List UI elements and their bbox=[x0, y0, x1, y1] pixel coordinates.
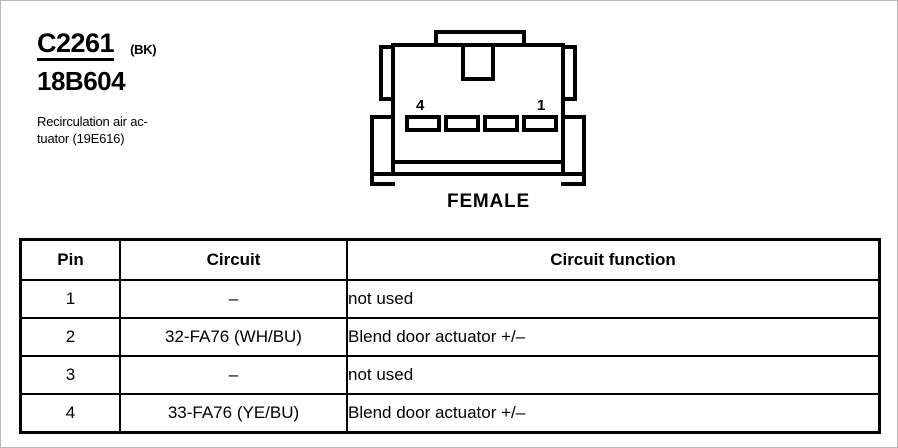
connector-gender-label: FEMALE bbox=[447, 191, 530, 212]
connector-center-notch bbox=[461, 43, 495, 81]
cavity-slot-3 bbox=[444, 115, 480, 132]
cavity-slot-1 bbox=[522, 115, 558, 132]
cell-circuit-function: not used bbox=[346, 279, 881, 319]
connector-description-line1: Recirculation air ac- bbox=[37, 113, 148, 129]
cell-circuit-function: not used bbox=[346, 355, 881, 395]
pinout-table-head: Pin Circuit Circuit function bbox=[19, 238, 881, 281]
connector-body-outline bbox=[391, 43, 565, 164]
cell-circuit-function: Blend door actuator +/– bbox=[346, 393, 881, 434]
cavity-number-right: 1 bbox=[537, 97, 545, 114]
connector-color-code: (BK) bbox=[130, 42, 157, 58]
connector-description: Recirculation air ac- tuator (19E616) bbox=[37, 113, 207, 148]
cavity-slot-2 bbox=[483, 115, 519, 132]
connector-top-tab-outline bbox=[434, 30, 526, 47]
cell-pin: 2 bbox=[19, 317, 121, 357]
cavity-number-left: 4 bbox=[416, 97, 425, 114]
connector-id-row: C2261 (BK) bbox=[37, 29, 297, 62]
connector-left-upper-flange bbox=[379, 45, 395, 101]
connector-base-ledge bbox=[391, 160, 565, 176]
connector-right-lower-skirt bbox=[561, 115, 586, 186]
connector-part-number: 18B604 bbox=[37, 66, 126, 97]
connector-description-line2: tuator (19E616) bbox=[37, 131, 125, 147]
column-header-pin: Pin bbox=[19, 238, 121, 281]
cell-circuit: – bbox=[119, 279, 348, 319]
connector-face-diagram: 4 1 bbox=[366, 29, 611, 194]
column-header-circuit: Circuit bbox=[119, 238, 348, 281]
cavity-slot-4 bbox=[405, 115, 441, 132]
connector-identification-block: C2261 (BK) 18B604 Recirculation air ac- … bbox=[37, 29, 297, 148]
table-row: 1–not used bbox=[19, 279, 881, 319]
cell-pin: 4 bbox=[19, 393, 121, 434]
table-header-row: Pin Circuit Circuit function bbox=[19, 238, 881, 281]
column-header-circuit-function: Circuit function bbox=[346, 238, 881, 281]
cell-pin: 3 bbox=[19, 355, 121, 395]
cell-circuit: 32-FA76 (WH/BU) bbox=[119, 317, 348, 357]
connector-right-upper-flange bbox=[561, 45, 577, 101]
connector-left-lower-skirt bbox=[370, 115, 395, 186]
cell-pin: 1 bbox=[19, 279, 121, 319]
connector-id: C2261 bbox=[37, 29, 115, 62]
table-row: 3–not used bbox=[19, 355, 881, 395]
cell-circuit-function: Blend door actuator +/– bbox=[346, 317, 881, 357]
cell-circuit: – bbox=[119, 355, 348, 395]
cell-circuit: 33-FA76 (YE/BU) bbox=[119, 393, 348, 434]
